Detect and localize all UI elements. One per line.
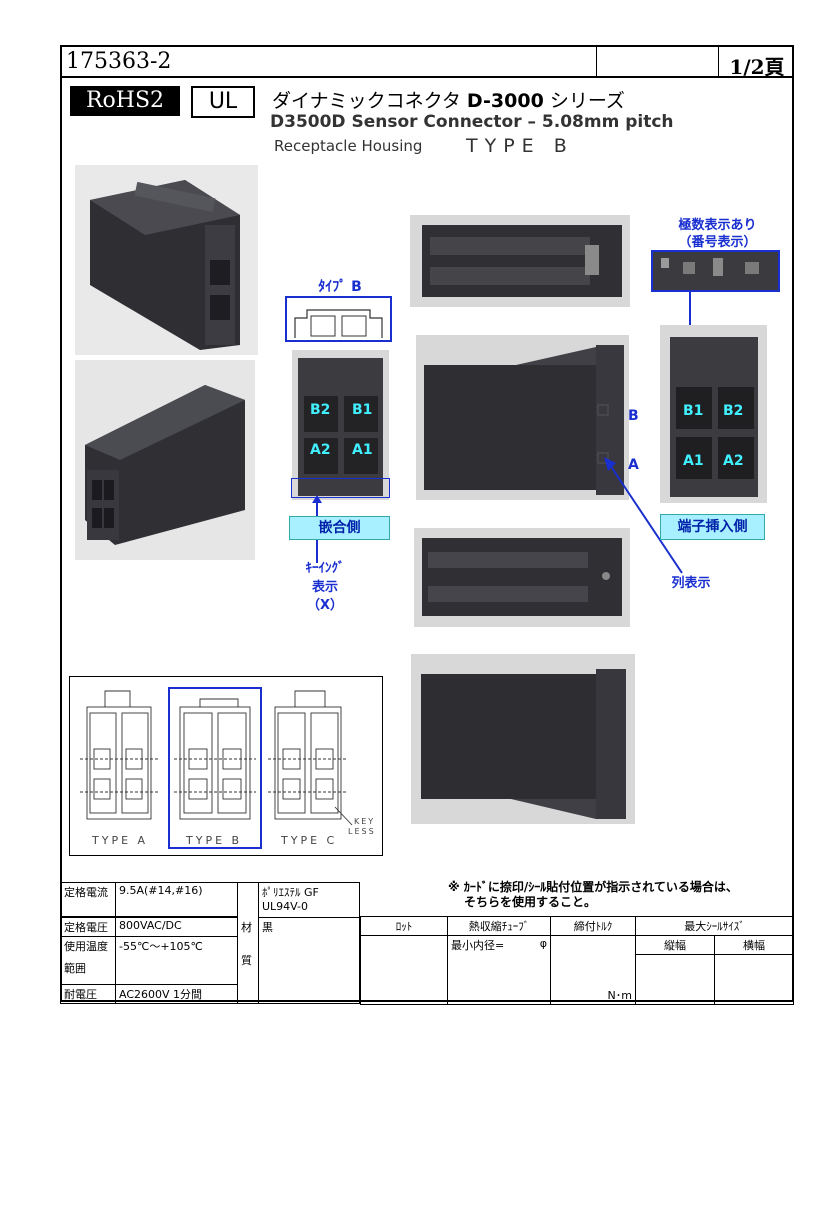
lot-value <box>360 935 448 1005</box>
pin-label: A2 <box>723 453 744 469</box>
photo-terminal-face: B1 B2 A1 A2 <box>660 325 767 503</box>
footnote: ※ ｶｰﾄﾞに捺印/ｼｰﾙ貼付位置が指示されている場合は、 そちらを使用すること… <box>448 880 738 910</box>
photo-connector-angle-1 <box>75 165 258 355</box>
title-jp-suffix: シリーズ <box>543 90 625 112</box>
tube-min-label: 最小内径= <box>451 939 505 952</box>
photo-side-view <box>416 335 629 500</box>
keying-label-2: 表示 <box>311 580 338 595</box>
polarity-label-2: （番号表示） <box>678 235 757 250</box>
seal-vertical-value <box>635 954 715 1005</box>
tube-value: 最小内径= φ <box>447 935 551 1005</box>
pin-label: A1 <box>683 453 704 469</box>
material-label-1: 材 <box>237 917 259 937</box>
temp-label: 使用温度 範囲 <box>60 936 116 985</box>
seal-header: 最大ｼｰﾙｻｲｽﾞ <box>635 916 794 936</box>
lot-header: ﾛｯﾄ <box>360 916 448 936</box>
material-line-2: UL94V-0 <box>262 900 309 913</box>
type-diagram-panel: TYPE A TYPE B TYPE C KEY LESS <box>69 676 383 856</box>
type-diagram-drawing <box>80 687 353 849</box>
title-jp-series: D-3000 <box>466 90 544 112</box>
polarity-label-1: 極数表示あり <box>678 218 757 233</box>
material-line-1: ﾎﾟﾘｴｽﾃﾙ GF <box>262 886 319 899</box>
material-cell: ﾎﾟﾘｴｽﾃﾙ GF UL94V-0 <box>258 882 360 918</box>
keying-highlight-box <box>291 478 390 498</box>
row-display-label: 列表示 <box>671 576 711 591</box>
header-divider <box>60 76 794 78</box>
keying-label-1: ｷｰｲﾝｸﾞ <box>305 561 345 576</box>
photo-top-view <box>410 215 630 307</box>
rated-current-value: 9.5A(#14,#16) <box>115 882 238 917</box>
torque-unit: N･m <box>607 989 632 1002</box>
pin-label: B2 <box>723 403 744 419</box>
spec-table-left: 定格電流 9.5A(#14,#16) ﾎﾟﾘｴｽﾃﾙ GF UL94V-0 定格… <box>60 882 360 1004</box>
title-japanese: ダイナミックコネクタ D-3000 シリーズ <box>272 86 625 113</box>
pin-label: A2 <box>310 442 331 458</box>
material-label-2-cell: 質 <box>237 936 259 1004</box>
photo-bottom-view <box>414 528 630 627</box>
type-b-label: TYPE B <box>186 834 243 847</box>
cavity <box>718 387 754 429</box>
pin-label: B2 <box>310 402 331 418</box>
seal-horizontal-header: 横幅 <box>714 935 794 955</box>
keying-label-3: （X） <box>306 598 344 613</box>
cavity <box>304 438 338 474</box>
title-english: D3500D Sensor Connector – 5.08mm pitch <box>270 112 674 132</box>
tube-header: 熱収縮ﾁｭｰﾌﾞ <box>447 916 551 936</box>
type-b-outline-box <box>285 296 392 342</box>
pin-label: A1 <box>352 442 373 458</box>
housing-label: Receptacle Housing <box>274 137 423 155</box>
color-cell: 黒 <box>258 917 360 1004</box>
material-label-2: 質 <box>241 953 252 967</box>
material-label-spacer <box>237 882 259 917</box>
terminal-side-label: 端子挿入側 <box>660 514 765 540</box>
cavity <box>344 438 378 474</box>
seal-horizontal-value <box>714 954 794 1005</box>
withstand-value: AC2600V 1分間 <box>115 984 238 1004</box>
rohs-badge: RoHS2 <box>70 86 180 116</box>
seal-vertical-header: 縦幅 <box>635 935 715 955</box>
rated-current-label: 定格電流 <box>60 882 116 917</box>
torque-value: N･m <box>550 935 636 1005</box>
part-number: 175363-2 <box>66 49 172 74</box>
cavity <box>344 396 378 432</box>
cavity <box>304 396 338 432</box>
temp-label-2: 範囲 <box>64 962 86 975</box>
cavity <box>718 437 754 479</box>
type-c-label: TYPE C <box>281 834 338 847</box>
type-label: TYPE B <box>466 135 574 157</box>
pin-label: B1 <box>352 402 373 418</box>
footnote-line-1: ※ ｶｰﾄﾞに捺印/ｼｰﾙ貼付位置が指示されている場合は、 <box>448 880 738 894</box>
polarity-zoom-box <box>651 250 780 292</box>
title-jp-prefix: ダイナミックコネクタ <box>272 90 467 112</box>
row-label-a: A <box>628 457 639 473</box>
photo-mating-face: B2 B1 A2 A1 <box>292 350 389 500</box>
photo-large-side <box>411 654 635 824</box>
temp-value: -55℃～+105℃ <box>115 936 238 985</box>
photo-connector-angle-2 <box>75 360 255 560</box>
mating-side-label: 嵌合側 <box>289 516 390 540</box>
keyless-label-1: KEY <box>354 817 376 826</box>
header-separator <box>596 45 597 77</box>
footnote-line-2: そちらを使用すること。 <box>464 895 597 909</box>
cavity <box>676 387 712 429</box>
withstand-label: 耐電圧 <box>60 984 116 1004</box>
type-b-jp-label: ﾀｲﾌﾟ B <box>318 279 362 295</box>
pin-label: B1 <box>683 403 704 419</box>
cavity <box>676 437 712 479</box>
ul-badge: UL <box>191 86 255 118</box>
terminal-face-body <box>670 337 758 497</box>
row-label-b: B <box>628 408 639 424</box>
temp-label-1: 使用温度 <box>64 940 108 953</box>
mating-face-body <box>298 358 383 496</box>
type-a-label: TYPE A <box>92 834 149 847</box>
keyless-label-2: LESS <box>348 827 376 836</box>
torque-header: 締付ﾄﾙｸ <box>550 916 636 936</box>
rated-voltage-value: 800VAC/DC <box>115 917 238 937</box>
rated-voltage-label: 定格電圧 <box>60 917 116 937</box>
tube-phi: φ <box>539 937 547 950</box>
header-separator <box>718 45 719 77</box>
spec-table-right: ﾛｯﾄ 熱収縮ﾁｭｰﾌﾞ 締付ﾄﾙｸ 最大ｼｰﾙｻｲｽﾞ 最小内径= φ N･m… <box>360 916 794 1005</box>
row-display-arrow <box>604 457 683 574</box>
page-number: 1/2頁 <box>729 55 785 79</box>
